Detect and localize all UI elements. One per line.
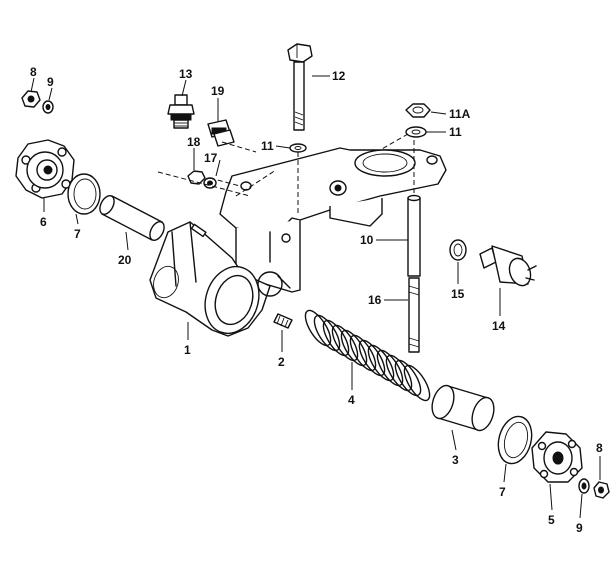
part-3-piston <box>431 384 495 432</box>
callout-14: 14 <box>492 319 506 333</box>
part-11-washer-right <box>405 126 427 138</box>
assembly-lines <box>157 133 415 215</box>
callout-10: 10 <box>360 233 374 247</box>
part-9-washer-left <box>42 100 54 114</box>
part-2-screw <box>273 313 293 329</box>
callout-1: 1 <box>184 343 191 357</box>
callout-17: 17 <box>204 151 218 165</box>
callout-11-center: 11 <box>261 139 274 153</box>
callout-19: 19 <box>211 84 225 98</box>
callout-18: 18 <box>187 135 201 149</box>
part-18-nut <box>187 170 206 185</box>
part-11-washer-center <box>289 143 307 153</box>
callout-2: 2 <box>278 355 285 369</box>
part-12-bolt <box>287 43 313 131</box>
part-6-cover <box>15 139 75 199</box>
callout-8-top-left: 8 <box>30 65 37 79</box>
part-5-cover <box>531 431 583 483</box>
part-7-gasket-right <box>497 415 533 465</box>
part-11A-nut <box>405 103 431 118</box>
callout-3: 3 <box>452 453 459 467</box>
part-4-spring <box>304 309 431 402</box>
part-8-nut-left <box>21 90 41 108</box>
part-1-housing <box>149 147 447 337</box>
leader-lines <box>30 75 601 519</box>
callout-7-right: 7 <box>499 485 506 499</box>
callout-11-right: 11 <box>449 125 462 139</box>
part-15-ring <box>449 239 467 261</box>
callout-6: 6 <box>40 215 47 229</box>
part-9-washer-right <box>578 478 590 494</box>
callout-13: 13 <box>179 67 193 81</box>
callout-9-bottom-right: 9 <box>576 521 583 535</box>
part-16-stud <box>408 277 420 353</box>
callout-5: 5 <box>548 513 555 527</box>
part-17-washer <box>203 177 217 189</box>
part-8-nut-right <box>593 481 610 499</box>
part-13-sender <box>167 94 195 129</box>
callout-4: 4 <box>348 393 355 407</box>
callout-20: 20 <box>118 253 132 267</box>
part-19-plug <box>207 119 235 147</box>
callout-labels: 8 9 6 7 20 13 19 12 11 11A 11 18 17 10 1… <box>30 65 603 535</box>
part-14-switch <box>479 245 537 287</box>
callout-11A: 11A <box>449 107 471 121</box>
callout-8-right: 8 <box>596 441 603 455</box>
part-10-rod <box>407 194 421 277</box>
callout-15: 15 <box>451 287 465 301</box>
part-20-sleeve <box>99 195 165 241</box>
part-7-gasket-left <box>67 173 101 215</box>
callout-16: 16 <box>368 293 382 307</box>
callout-7-left: 7 <box>74 227 81 241</box>
callout-9-top-left: 9 <box>47 75 54 89</box>
callout-12: 12 <box>332 69 346 83</box>
